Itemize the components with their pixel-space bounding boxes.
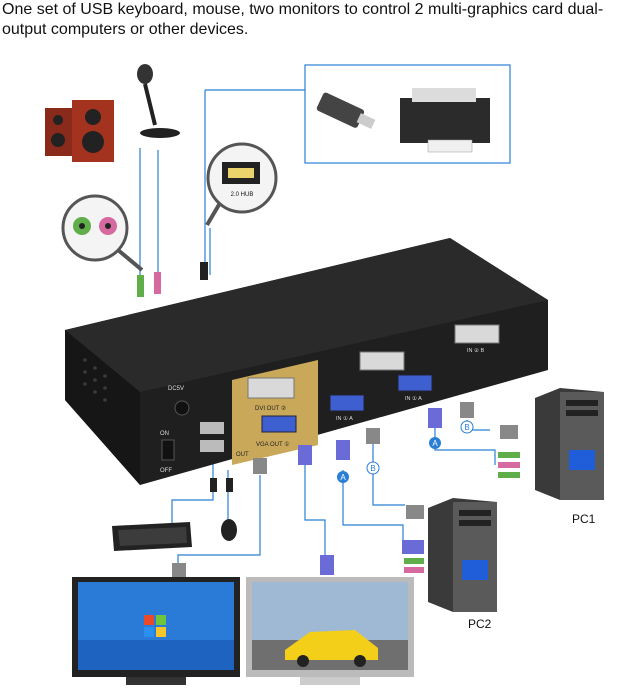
peripheral-box	[304, 64, 511, 164]
dvi-plug-2	[366, 428, 380, 444]
usb-port-2	[200, 440, 224, 452]
dvi-out-port	[247, 377, 295, 399]
power-label: DC5V	[168, 386, 184, 392]
out-panel: DVI OUT ② VGA OUT ① OUT	[232, 360, 318, 465]
dvi-plug-3	[460, 402, 474, 418]
monitor-right	[246, 577, 414, 685]
switch-on-label: ON	[160, 431, 169, 437]
switch-off-label: OFF	[160, 468, 172, 474]
input-ports: IN ① A IN ② B IN ① A	[329, 324, 500, 422]
pc2-tower-image	[428, 498, 497, 612]
badge-a-2: A	[429, 437, 441, 449]
power-switch	[161, 439, 175, 461]
car-image	[285, 630, 378, 667]
audio-jack-callout	[61, 194, 144, 272]
dvi-plug-1	[253, 458, 267, 474]
dvi-out-label: DVI OUT ②	[255, 405, 286, 412]
usb-plug-1	[210, 478, 217, 492]
pc2-cables	[402, 505, 424, 573]
vga-out-label: VGA OUT ①	[256, 441, 290, 448]
audio-plugs	[137, 272, 161, 297]
badge-b-label: B	[370, 464, 375, 473]
out-label: OUT	[236, 452, 249, 458]
keyboard-image	[112, 522, 192, 551]
printer-image	[400, 88, 490, 153]
headline: One set of USB keyboard, mouse, two moni…	[2, 1, 604, 38]
dvi-plug-monitor	[172, 563, 186, 577]
kvm-switch-body	[65, 238, 548, 485]
pc2-label: PC2	[468, 617, 492, 631]
badge-a-1: A	[337, 471, 349, 483]
badge-b2-label: B	[464, 423, 469, 432]
dvi-in-b-port	[359, 351, 405, 371]
vga-in-a-port	[329, 394, 365, 412]
in-b2-label: IN ② B	[467, 347, 484, 354]
dvi-in-b2-port	[454, 324, 500, 344]
monitor-left	[72, 577, 240, 685]
usb-plug-top	[200, 262, 208, 280]
usb-hub-label: 2.0 HUB	[231, 192, 254, 198]
pc1-tower-image	[535, 388, 604, 500]
vga-plug-1	[298, 445, 312, 465]
vga-out-port	[261, 415, 297, 433]
pc1-cables	[498, 425, 520, 478]
cable-connectors	[172, 402, 474, 577]
in-a-label: IN ① A	[336, 415, 353, 422]
badge-a-label: A	[340, 473, 346, 482]
speakers-image	[45, 100, 114, 162]
vga-plug-monitor	[320, 555, 334, 575]
pc1-label: PC1	[572, 512, 596, 526]
usb-hub-callout: 2.0 HUB	[205, 142, 278, 227]
vga-plug-3	[428, 408, 442, 428]
microphone-image	[137, 64, 180, 138]
front-panel: DC5V ON OFF	[160, 386, 224, 474]
usb-flash-drive-image	[316, 92, 376, 129]
windows-logo	[144, 615, 166, 637]
vga-in-a2-port	[397, 374, 433, 392]
usb-port-1	[200, 422, 224, 434]
vga-plug-2	[336, 440, 350, 460]
badge-b-2: B	[460, 420, 474, 434]
usb-plug-2	[226, 478, 233, 492]
in-a2-label: IN ① A	[405, 395, 422, 402]
badge-b-1: B	[366, 461, 380, 475]
badge-a2-label: A	[432, 439, 438, 448]
mouse-image	[221, 519, 237, 541]
